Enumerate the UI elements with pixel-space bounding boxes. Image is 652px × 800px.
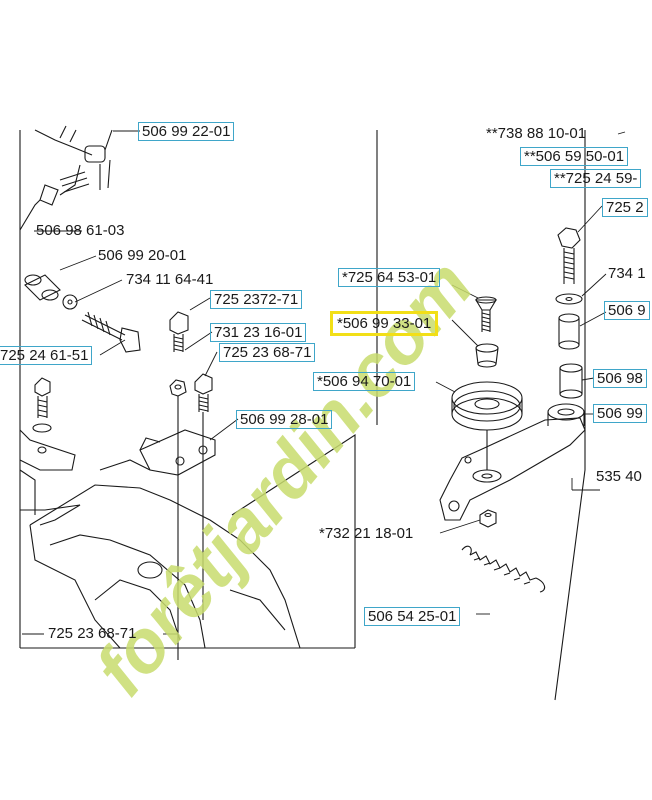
left-plate-assembly	[19, 377, 81, 526]
tension-arm	[439, 403, 586, 521]
bolt-middle-a	[169, 311, 189, 660]
part-label-734-11-64-41[interactable]: 734 11 64-41	[126, 271, 214, 288]
part-label-731-23-16-01[interactable]: 731 23 16-01	[210, 323, 307, 342]
part-label-506-99-22-01[interactable]: 506 99 22-01	[138, 122, 235, 141]
part-label-506-54-25-01[interactable]: 506 54 25-01	[364, 607, 461, 626]
frame-slant-line	[231, 433, 356, 648]
tension-spring	[461, 545, 546, 593]
part-label-506-9-right[interactable]: 506 9	[604, 301, 650, 320]
part-label-535-40-right[interactable]: 535 40	[596, 468, 642, 485]
nut-right	[479, 509, 497, 528]
part-label-725-64-53-01[interactable]: *725 64 53-01	[338, 268, 441, 287]
part-label-506-98-right[interactable]: 506 98	[593, 369, 647, 388]
housing-body	[29, 459, 301, 649]
part-label-506-94-70-01[interactable]: *506 94 70-01	[313, 372, 416, 391]
part-label-734-1-right[interactable]: 734 1	[608, 265, 646, 282]
part-label-725-24-59[interactable]: **725 24 59-	[550, 169, 642, 188]
part-label-506-59-50-01[interactable]: **506 59 50-01	[520, 147, 629, 166]
bushing-left	[24, 274, 78, 310]
leader-lines	[22, 130, 626, 635]
idler-pulley	[451, 381, 523, 470]
part-label-506-99-20-01[interactable]: 506 99 20-01	[98, 247, 187, 264]
countersunk-screw	[475, 296, 497, 332]
part-label-506-99-28-01[interactable]: 506 99 28-01	[236, 410, 333, 429]
cable-assembly	[19, 125, 113, 231]
part-label-725-2-right[interactable]: 725 2	[602, 198, 648, 217]
bushing-highlighted	[475, 343, 499, 368]
part-label-732-21-18-01[interactable]: *732 21 18-01	[319, 525, 414, 542]
part-label-725-2372-71[interactable]: 725 2372-71	[210, 290, 303, 309]
part-label-506-98-61-03[interactable]: 506 98 61-03	[36, 222, 125, 239]
part-label-725-23-68-71-lower[interactable]: 725 23 68-71	[48, 625, 137, 642]
part-label-738-88-10-01[interactable]: **738 88 10-01	[486, 125, 587, 142]
part-label-506-99-33-01-highlighted[interactable]: *506 99 33-01	[330, 311, 439, 336]
part-label-725-23-68-71-upper[interactable]: 725 23 68-71	[219, 343, 316, 362]
part-label-725-24-61-51[interactable]: 725 24 61-51	[0, 346, 93, 365]
part-label-506-99-right[interactable]: 506 99	[593, 404, 647, 423]
right-bolt-stack	[555, 227, 583, 399]
frame-right-line	[554, 130, 586, 701]
bolt-left	[81, 311, 141, 353]
